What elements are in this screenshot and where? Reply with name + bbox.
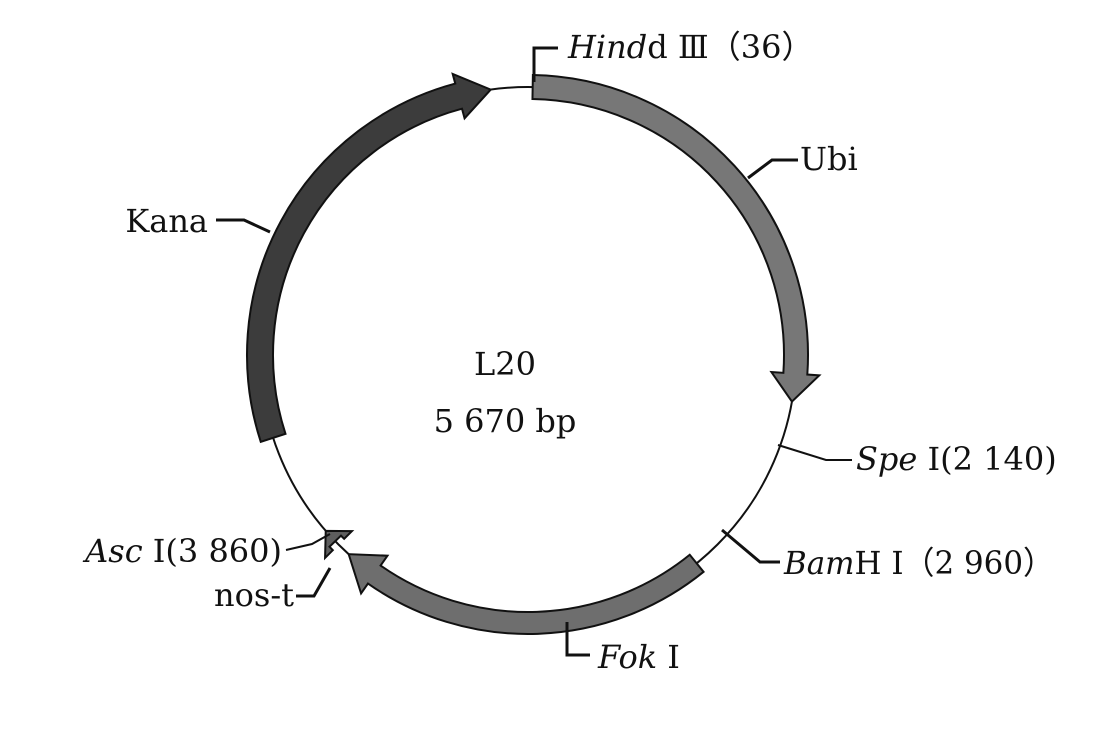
plasmid-name: L20 — [474, 345, 536, 383]
hindiii-leader — [532, 46, 558, 82]
spei-enzyme-name: Spe — [856, 440, 917, 478]
hindiii-enzyme-suffix: d Ⅲ — [647, 28, 709, 66]
asci-enzyme-name: Asc — [82, 532, 143, 570]
asci-label: Asc Ⅰ(3 860) — [82, 532, 282, 570]
plasmid-size: 5 670 bp — [434, 402, 577, 440]
nost-leader — [296, 567, 332, 598]
asci-leader — [285, 533, 331, 551]
hindiii-position: （36） — [709, 28, 814, 66]
bamhi-label: BamH Ⅰ（2 960） — [783, 544, 1054, 582]
asci-enzyme-suffix: Ⅰ — [143, 532, 166, 570]
foki-enzyme-name: Fok — [597, 638, 657, 676]
bamhi-leader — [721, 528, 780, 564]
bamhi-enzyme-name: Bam — [783, 544, 854, 582]
spei-label: Spe Ⅰ(2 140) — [856, 440, 1057, 478]
kana-leader — [216, 218, 271, 234]
ubi-label: Ubi — [800, 140, 858, 178]
foki-leader — [565, 622, 590, 657]
asci-position: (3 860) — [165, 532, 282, 570]
spei-enzyme-suffix: Ⅰ — [917, 440, 940, 478]
spei-leader — [777, 444, 852, 461]
foki-label: Fok Ⅰ — [597, 638, 680, 676]
ubi-feature-arrow — [531, 74, 822, 404]
bamhi-position: （2 960） — [904, 544, 1054, 582]
nos-t-feature-arrow — [323, 529, 355, 561]
bamhi-enzyme-suffix: H Ⅰ — [855, 544, 904, 582]
kana-label: Kana — [125, 202, 208, 240]
hindiii-enzyme-name: Hind — [567, 28, 647, 66]
ubi-leader — [747, 158, 798, 180]
foki-enzyme-suffix: Ⅰ — [657, 638, 680, 676]
spei-position: (2 140) — [940, 440, 1057, 478]
hindiii-label: Hindd Ⅲ（36） — [567, 28, 813, 66]
kana-feature-arrow — [246, 72, 493, 444]
nos-t-label: nos-t — [214, 576, 294, 614]
gene-feature-arrow — [347, 553, 705, 635]
